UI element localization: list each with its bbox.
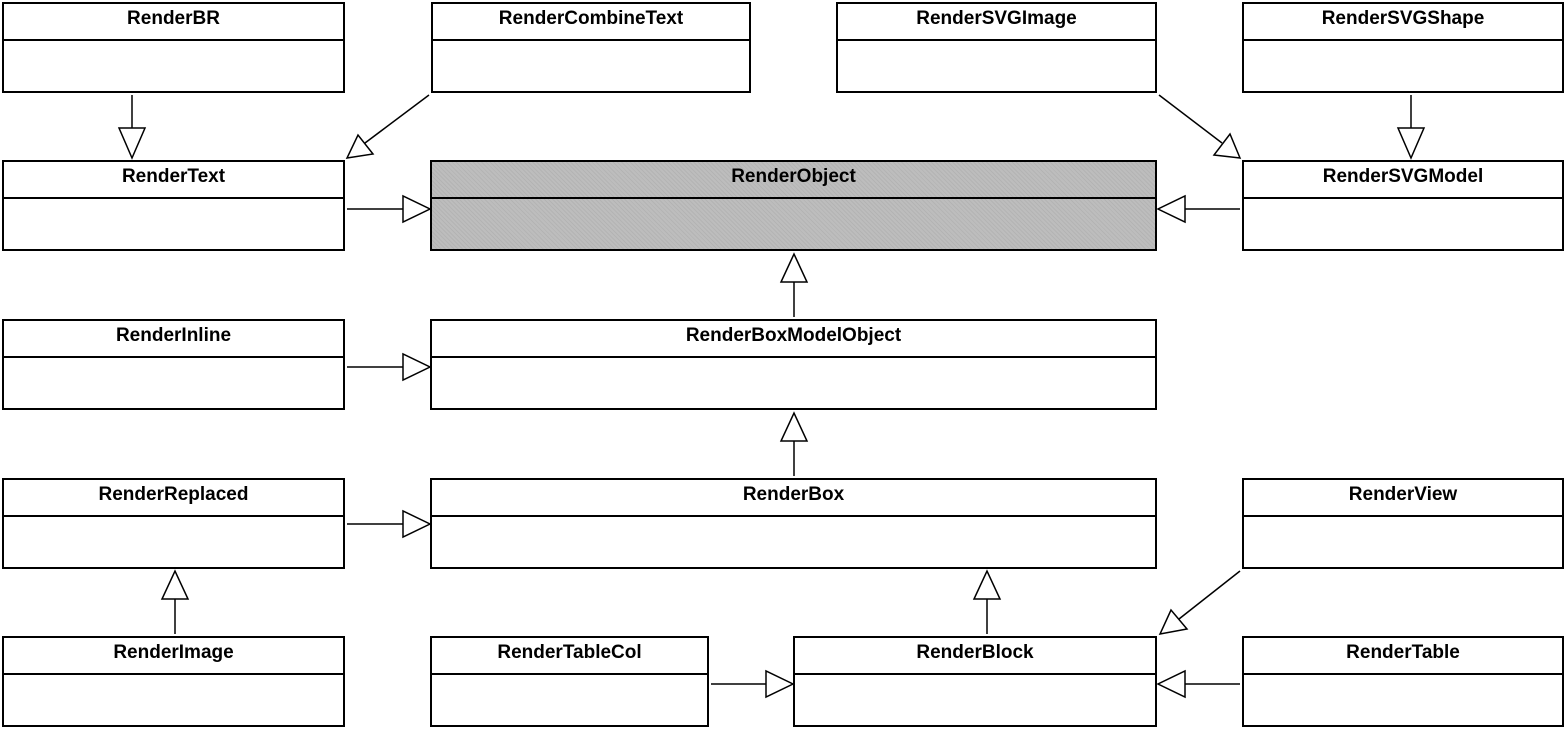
class-render-br: RenderBR — [2, 2, 345, 93]
class-name: RenderObject — [432, 162, 1155, 199]
class-name: RenderBox — [432, 480, 1155, 517]
class-render-block: RenderBlock — [793, 636, 1157, 727]
class-render-image: RenderImage — [2, 636, 345, 727]
arrow-rendersvgshape-to-rendersvgmodel — [1396, 95, 1426, 160]
class-name: RenderImage — [4, 638, 343, 675]
class-render-replaced: RenderReplaced — [2, 478, 345, 569]
class-name: RenderSVGImage — [838, 4, 1155, 41]
arrow-rendercombinetext-to-rendertext — [345, 94, 430, 159]
class-name: RenderBR — [4, 4, 343, 41]
class-name: RenderSVGShape — [1244, 4, 1562, 41]
arrow-renderimage-to-renderreplaced — [160, 569, 190, 634]
class-render-inline: RenderInline — [2, 319, 345, 410]
class-render-box-model-object: RenderBoxModelObject — [430, 319, 1157, 410]
arrow-rendertext-to-renderobject — [347, 194, 432, 224]
arrow-rendersvgimage-to-rendersvgmodel — [1158, 94, 1242, 159]
arrow-renderbr-to-rendertext — [117, 95, 147, 160]
class-render-table: RenderTable — [1242, 636, 1564, 727]
class-render-text: RenderText — [2, 160, 345, 251]
class-render-box: RenderBox — [430, 478, 1157, 569]
class-name: RenderView — [1244, 480, 1562, 517]
class-render-svg-image: RenderSVGImage — [836, 2, 1157, 93]
class-render-table-col: RenderTableCol — [430, 636, 709, 727]
class-name: RenderReplaced — [4, 480, 343, 517]
arrow-renderblock-to-renderbox — [972, 569, 1002, 634]
class-name: RenderTable — [1244, 638, 1562, 675]
arrow-renderview-to-renderblock — [1158, 570, 1241, 636]
class-name: RenderInline — [4, 321, 343, 358]
arrow-renderinline-to-renderboxmodelobject — [347, 352, 432, 382]
arrow-renderbox-to-renderboxmodelobject — [779, 411, 809, 476]
class-name: RenderSVGModel — [1244, 162, 1562, 199]
arrow-rendertablecol-to-renderblock — [711, 669, 795, 699]
class-name: RenderCombineText — [433, 4, 749, 41]
class-name: RenderTableCol — [432, 638, 707, 675]
class-render-object: RenderObject — [430, 160, 1157, 251]
arrow-rendersvgmodel-to-renderobject — [1156, 194, 1240, 224]
class-name: RenderText — [4, 162, 343, 199]
class-name: RenderBoxModelObject — [432, 321, 1155, 358]
arrow-rendertable-to-renderblock — [1156, 669, 1240, 699]
class-render-svg-model: RenderSVGModel — [1242, 160, 1564, 251]
class-render-combine-text: RenderCombineText — [431, 2, 751, 93]
arrow-renderreplaced-to-renderbox — [347, 509, 432, 539]
class-render-svg-shape: RenderSVGShape — [1242, 2, 1564, 93]
class-render-view: RenderView — [1242, 478, 1564, 569]
arrow-renderboxmodelobject-to-renderobject — [779, 252, 809, 317]
class-name: RenderBlock — [795, 638, 1155, 675]
